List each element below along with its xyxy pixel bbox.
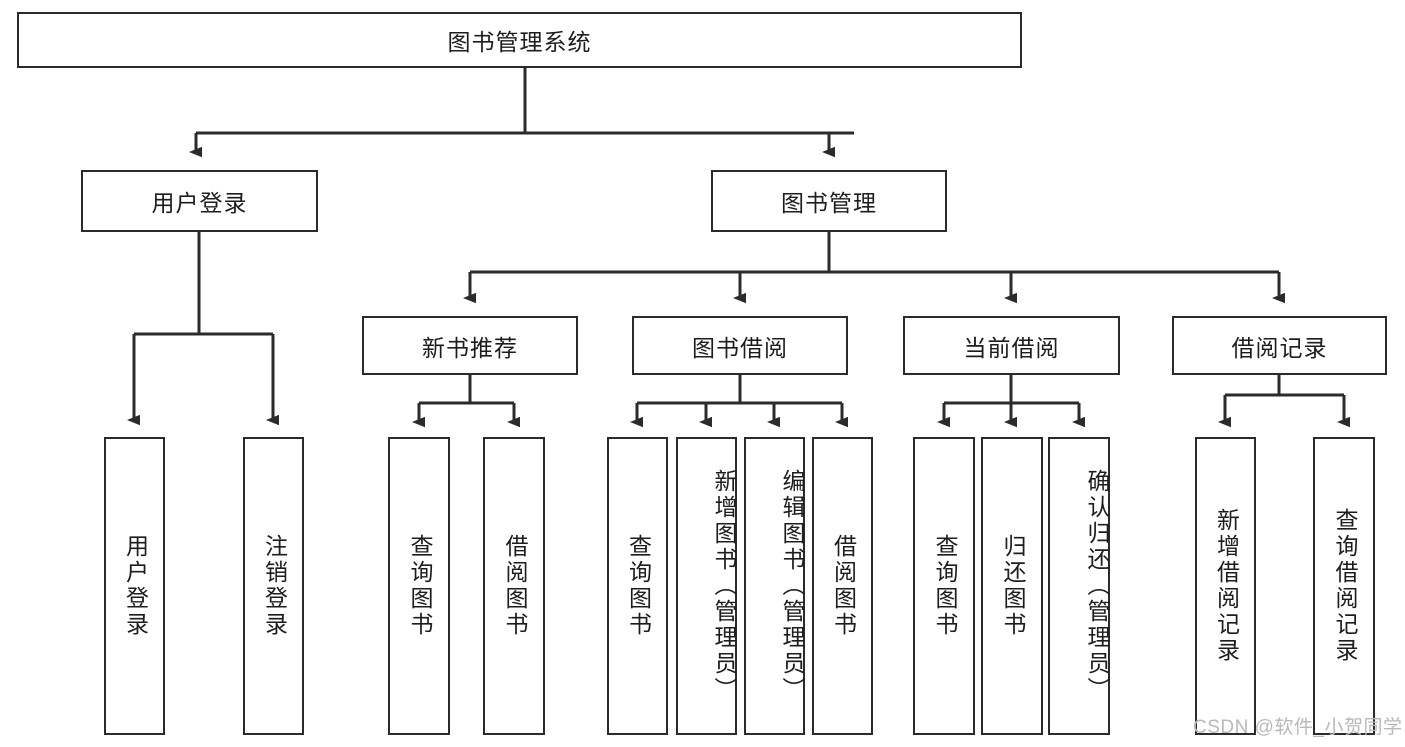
leaf-record-query-record[interactable]: 查询借阅记录 xyxy=(1313,437,1375,735)
node-borrow-record[interactable]: 借阅记录 xyxy=(1172,316,1387,375)
leaf-borrow-add-book-admin[interactable]: 新增图书（管理员） xyxy=(676,437,737,735)
leaf-current-confirm-return-admin[interactable]: 确认归还（管理员） xyxy=(1048,437,1110,735)
leaf-record-add-record[interactable]: 新增借阅记录 xyxy=(1195,437,1256,735)
node-root-system[interactable]: 图书管理系统 xyxy=(17,12,1022,68)
leaf-borrow-query-book[interactable]: 查询图书 xyxy=(607,437,668,735)
node-book-management[interactable]: 图书管理 xyxy=(711,170,947,232)
leaf-user-login-logout[interactable]: 注销登录 xyxy=(243,437,304,735)
leaf-recommend-query-book[interactable]: 查询图书 xyxy=(388,437,450,735)
node-new-book-recommend[interactable]: 新书推荐 xyxy=(362,316,578,375)
leaf-current-query-book[interactable]: 查询图书 xyxy=(913,437,975,735)
node-current-borrow[interactable]: 当前借阅 xyxy=(903,316,1120,375)
watermark-text: CSDN @软件_小贺同学 xyxy=(1193,717,1403,738)
leaf-recommend-borrow-book[interactable]: 借阅图书 xyxy=(483,437,545,735)
leaf-borrow-borrow-book[interactable]: 借阅图书 xyxy=(812,437,873,735)
leaf-user-login-login[interactable]: 用户登录 xyxy=(104,437,165,735)
leaf-current-return-book[interactable]: 归还图书 xyxy=(981,437,1043,735)
leaf-borrow-edit-book-admin[interactable]: 编辑图书（管理员） xyxy=(744,437,805,735)
node-book-borrow[interactable]: 图书借阅 xyxy=(632,316,848,375)
node-user-login[interactable]: 用户登录 xyxy=(81,170,318,232)
